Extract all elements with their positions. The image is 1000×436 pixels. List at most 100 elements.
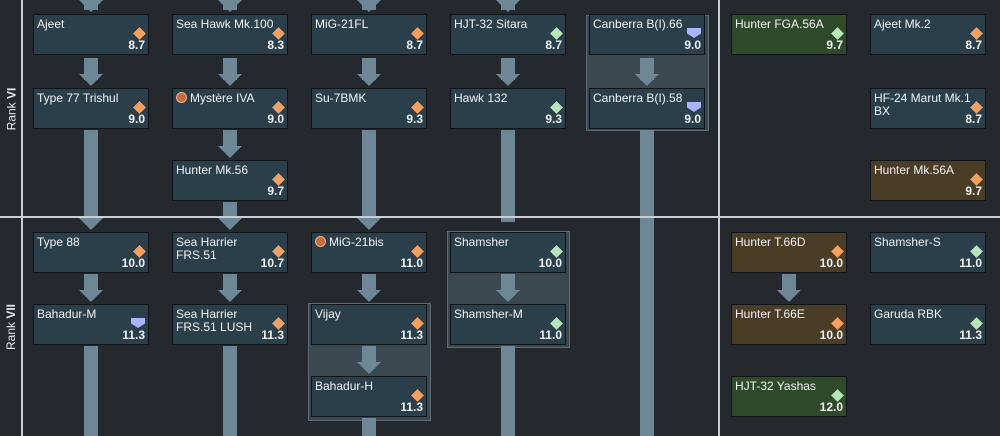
vehicle-card-garuda-rbk[interactable]: Garuda RBK 11.3 xyxy=(870,304,986,345)
vehicle-name: MiG-21FL xyxy=(315,17,369,31)
arrow xyxy=(218,218,242,230)
vehicle-card-sea-hawk[interactable]: Sea Hawk Mk.100 8.3 xyxy=(172,14,288,55)
stem xyxy=(84,274,98,294)
bomber-icon xyxy=(131,318,145,328)
vehicle-card-mystere-iva[interactable]: Mystère IVA 9.0 xyxy=(172,88,288,129)
battle-rating: 11.3 xyxy=(400,328,423,342)
battle-rating: 8.7 xyxy=(545,38,562,52)
vehicle-name: Ajeet xyxy=(37,17,65,31)
vehicle-name: Canberra B(I).66 xyxy=(593,17,683,31)
vehicle-card-hunter-t66d[interactable]: Hunter T.66D 10.0 xyxy=(731,232,847,273)
vehicle-name: Mystère IVA xyxy=(176,92,281,105)
vehicle-card-sea-harrier-frs51-lush[interactable]: Sea Harrier FRS.51 LUSH 11.3 xyxy=(172,304,288,345)
stem xyxy=(223,130,237,150)
vehicle-card-ajeet-mk2[interactable]: Ajeet Mk.2 8.7 xyxy=(870,14,986,55)
vehicle-name: Hawk 132 xyxy=(454,91,508,105)
battle-rating: 9.3 xyxy=(406,112,423,126)
vehicle-name: Hunter Mk.56 xyxy=(176,163,249,177)
bomber-icon xyxy=(687,102,701,112)
rank-vi-band: Rank VI xyxy=(0,0,22,218)
arrow xyxy=(218,0,242,12)
stem xyxy=(84,346,98,436)
battle-rating: 10.0 xyxy=(819,256,843,270)
rank-vii-band: Rank VII xyxy=(0,218,22,436)
vehicle-card-type-77-trishul[interactable]: Type 77 Trishul 9.0 xyxy=(33,88,149,129)
battle-rating: 11.3 xyxy=(400,400,423,414)
stem xyxy=(362,274,376,294)
battle-rating: 9.0 xyxy=(684,112,701,126)
battle-rating: 10.0 xyxy=(819,328,843,342)
vehicle-card-mig-21bis[interactable]: MiG-21bis 11.0 xyxy=(311,232,427,273)
arrow xyxy=(79,0,103,12)
vehicle-name: Ajeet Mk.2 xyxy=(874,17,931,31)
vehicle-name: Su-7BMK xyxy=(315,91,367,105)
vehicle-name: Canberra B(I).58 xyxy=(593,91,683,105)
vehicle-name: Garuda RBK xyxy=(874,307,943,321)
battle-rating: 8.7 xyxy=(128,38,145,52)
vehicle-card-mig-21fl[interactable]: MiG-21FL 8.7 xyxy=(311,14,427,55)
battle-rating: 11.0 xyxy=(539,328,562,342)
vehicle-name: Shamsher-S xyxy=(874,235,941,249)
rank-vii-label: Rank VII xyxy=(4,303,18,351)
vehicle-card-shamsher-s[interactable]: Shamsher-S 11.0 xyxy=(870,232,986,273)
arrow xyxy=(218,146,242,158)
battle-rating: 9.7 xyxy=(267,184,284,198)
vehicle-card-vijay[interactable]: Vijay 11.3 xyxy=(311,304,427,345)
battle-rating: 9.7 xyxy=(826,38,843,52)
stem xyxy=(501,346,515,436)
stem xyxy=(223,274,237,294)
rank-divider xyxy=(0,216,1000,218)
arrow xyxy=(79,290,103,302)
arrow xyxy=(777,290,801,302)
vehicle-card-type-88[interactable]: Type 88 10.0 xyxy=(33,232,149,273)
vehicle-card-ajeet[interactable]: Ajeet 8.7 xyxy=(33,14,149,55)
vehicle-card-hunter-mk56a[interactable]: Hunter Mk.56A 9.7 xyxy=(870,160,986,201)
battle-rating: 8.7 xyxy=(965,38,982,52)
stem xyxy=(362,346,376,366)
vehicle-card-hunter-mk56[interactable]: Hunter Mk.56 9.7 xyxy=(172,160,288,201)
vehicle-name: Hunter T.66D xyxy=(735,235,806,249)
stem xyxy=(223,346,237,436)
rank-column-divider xyxy=(21,0,23,436)
vehicle-name: Bahadur-H xyxy=(315,379,374,393)
premium-column-divider xyxy=(718,0,720,436)
arrow xyxy=(357,0,381,12)
vehicle-card-su-7bmk[interactable]: Su-7BMK 9.3 xyxy=(311,88,427,129)
battle-rating: 10.0 xyxy=(121,256,145,270)
arrow xyxy=(496,74,520,86)
battle-rating: 11.3 xyxy=(261,328,284,342)
vehicle-card-bahadur-h[interactable]: Bahadur-H 11.3 xyxy=(311,376,427,417)
vehicle-card-hawk-132[interactable]: Hawk 132 9.3 xyxy=(450,88,566,129)
vehicle-card-shamsher-m[interactable]: Shamsher-M 11.0 xyxy=(450,304,566,345)
battle-rating: 11.0 xyxy=(959,256,982,270)
vehicle-card-hjt-32-sitara[interactable]: HJT-32 Sitara 8.7 xyxy=(450,14,566,55)
vehicle-name-text: MiG-21bis xyxy=(329,235,384,249)
bomber-icon xyxy=(687,28,701,38)
vehicle-card-hf-24-marut[interactable]: HF-24 Marut Mk.1 BX 8.7 xyxy=(870,88,986,129)
vehicle-name: Hunter Mk.56A xyxy=(874,163,955,177)
arrow xyxy=(79,218,103,230)
battle-rating: 11.3 xyxy=(959,328,982,342)
stem xyxy=(782,274,796,294)
vehicle-card-bahadur-m[interactable]: Bahadur-M 11.3 xyxy=(33,304,149,345)
vehicle-card-hunter-t66e[interactable]: Hunter T.66E 10.0 xyxy=(731,304,847,345)
battle-rating: 9.7 xyxy=(965,184,982,198)
arrow xyxy=(635,74,659,86)
battle-rating: 9.0 xyxy=(684,38,701,52)
stem xyxy=(501,130,515,222)
battle-rating: 10.0 xyxy=(538,256,562,270)
vehicle-card-hjt-32-yashas[interactable]: HJT-32 Yashas 12.0 xyxy=(731,376,847,417)
vehicle-name: Type 88 xyxy=(37,235,80,249)
vehicle-card-canberra-b-i-58[interactable]: Canberra B(I).58 9.0 xyxy=(589,88,705,129)
vehicle-card-canberra-b-i-66[interactable]: Canberra B(I).66 9.0 xyxy=(589,14,705,55)
vehicle-name: Shamsher-M xyxy=(454,307,523,321)
arrow xyxy=(357,290,381,302)
arrow xyxy=(79,74,103,86)
battle-rating: 8.7 xyxy=(965,112,982,126)
vehicle-card-shamsher[interactable]: Shamsher 10.0 xyxy=(450,232,566,273)
vehicle-name: HJT-32 Sitara xyxy=(454,17,528,31)
foreign-vehicle-icon xyxy=(315,236,326,247)
vehicle-card-hunter-fga56a[interactable]: Hunter FGA.56A 9.7 xyxy=(731,14,847,55)
vehicle-card-sea-harrier-frs51[interactable]: Sea Harrier FRS.51 10.7 xyxy=(172,232,288,273)
